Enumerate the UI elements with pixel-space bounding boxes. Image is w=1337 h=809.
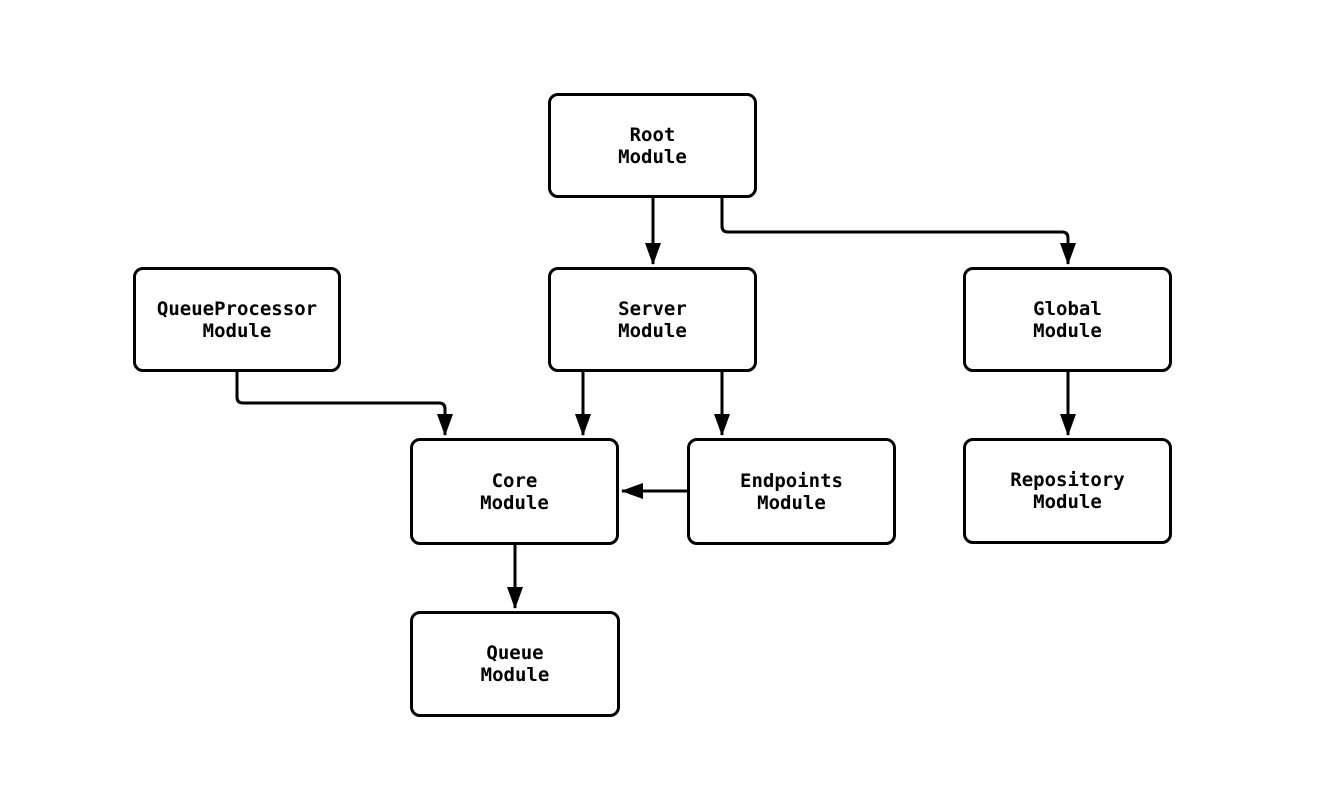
node-label: Module bbox=[757, 491, 826, 514]
node-label: Endpoints bbox=[740, 469, 843, 492]
node-label: Module bbox=[1033, 319, 1102, 342]
node-root-module: Root Module bbox=[548, 93, 757, 198]
node-server-module: Server Module bbox=[548, 267, 757, 372]
node-label: Global bbox=[1033, 297, 1102, 320]
node-label: Module bbox=[618, 319, 687, 342]
node-label: Module bbox=[618, 145, 687, 168]
node-label: QueueProcessor bbox=[156, 297, 318, 320]
node-label: Module bbox=[1033, 491, 1102, 513]
node-core-module: Core Module bbox=[410, 438, 619, 545]
node-repository-module: Repository Module bbox=[963, 438, 1172, 544]
node-label: Server bbox=[618, 297, 687, 320]
node-label: Repository bbox=[1010, 469, 1125, 491]
node-label: Module bbox=[480, 491, 549, 514]
node-label: Module bbox=[480, 664, 550, 686]
node-label: Queue bbox=[486, 642, 544, 664]
node-endpoints-module: Endpoints Module bbox=[687, 438, 896, 545]
node-label: Root bbox=[629, 123, 676, 146]
node-label: Core bbox=[491, 469, 538, 492]
edge-queueprocessor-to-core bbox=[235, 372, 453, 436]
node-queue-module: Queue Module bbox=[410, 611, 620, 717]
node-global-module: Global Module bbox=[963, 267, 1172, 372]
node-label: Module bbox=[202, 319, 272, 342]
node-queueprocessor-module: QueueProcessor Module bbox=[133, 267, 341, 372]
edge-root-to-global bbox=[720, 198, 1076, 265]
